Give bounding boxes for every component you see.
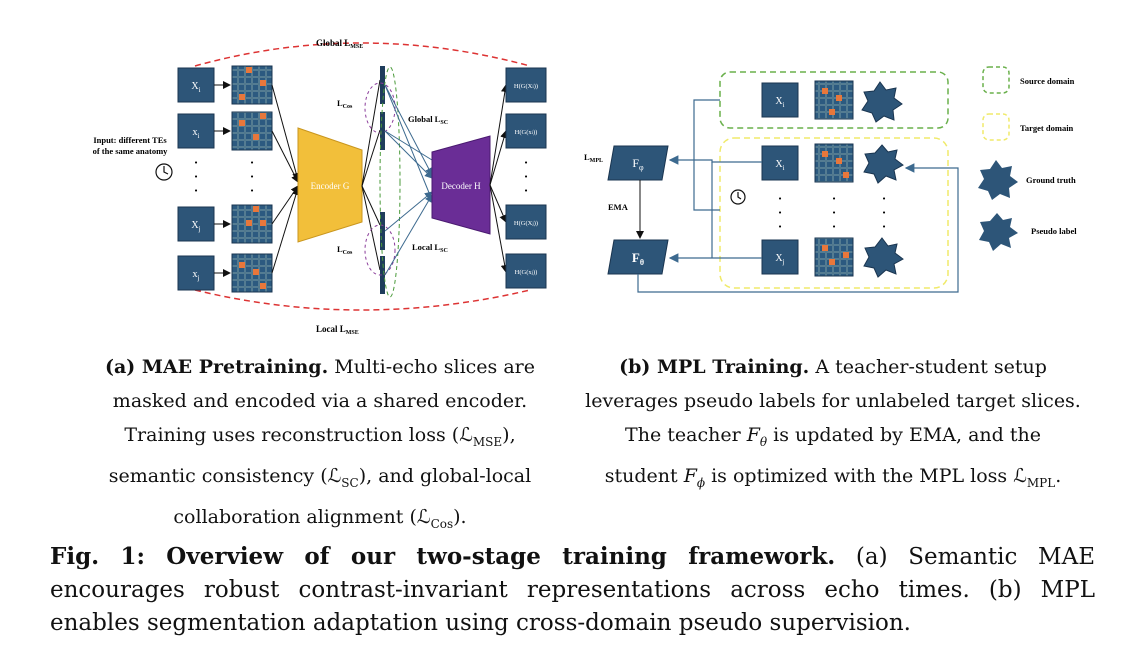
- output-box-2: H(G(xi)): [505, 113, 547, 149]
- global-mse-label: Global LMSE: [316, 38, 363, 50]
- svg-text:H(G(Xj)): H(G(Xj)): [514, 220, 538, 227]
- svg-text:·: ·: [523, 181, 528, 200]
- output-box-1: H(G(Xi)): [505, 67, 547, 103]
- input-label-2: of the same anatomy: [93, 146, 169, 156]
- local-sc-label: Local LSC: [412, 242, 448, 254]
- masked-patch-grid-1: [231, 65, 273, 105]
- lcos-top-label: LCos: [337, 98, 353, 110]
- masked-patch-grid-3: [231, 204, 273, 244]
- caption-b: (b) MPL Training. A teacher-student setu…: [585, 356, 1081, 490]
- encoder-g: Encoder G: [297, 127, 363, 243]
- svg-text:·: ·: [249, 167, 254, 186]
- lcos-bottom-label: LCos: [337, 244, 353, 256]
- svg-text:·: ·: [193, 167, 198, 186]
- svg-text:H(G(Xi)): H(G(Xi)): [514, 83, 538, 90]
- clock-icon: [155, 163, 173, 181]
- global-local-sc-ellipse: [379, 66, 401, 298]
- figure-caption: Fig. 1: Overview of our two-stage traini…: [50, 543, 1095, 636]
- input-box-4: xj: [177, 255, 215, 291]
- svg-text:H(G(xj)): H(G(xj)): [515, 269, 538, 276]
- svg-text:xj: xj: [193, 269, 200, 282]
- output-box-4: H(G(xj)): [505, 253, 547, 289]
- decoder-h: Decoder H: [431, 135, 491, 235]
- svg-text:Encoder G: Encoder G: [311, 181, 350, 191]
- svg-text:H(G(xi)): H(G(xi)): [515, 129, 538, 136]
- svg-text:Decoder H: Decoder H: [441, 181, 481, 191]
- output-box-3: H(G(Xj)): [505, 204, 547, 240]
- local-mse-arc: [194, 289, 531, 311]
- svg-text:·: ·: [193, 181, 198, 200]
- masked-patch-grid-4: [231, 253, 273, 293]
- caption-a: (a) MAE Pretraining. Multi-echo slices a…: [104, 356, 535, 531]
- svg-text:Xj: Xj: [191, 220, 200, 233]
- svg-text:·: ·: [523, 153, 528, 172]
- svg-text:xi: xi: [193, 127, 200, 140]
- masked-patch-grid-2: [231, 111, 273, 151]
- local-mse-label: Local LMSE: [316, 324, 359, 336]
- input-box-1: Xi: [177, 67, 215, 103]
- feature-bars: [380, 66, 385, 294]
- lcos-top-ellipse: [364, 82, 396, 134]
- svg-text:·: ·: [249, 153, 254, 172]
- lcos-bottom-ellipse: [364, 224, 396, 276]
- svg-text:·: ·: [523, 167, 528, 186]
- svg-text:·: ·: [193, 153, 198, 172]
- input-box-3: Xj: [177, 206, 215, 242]
- input-label: Input: different TEs: [93, 135, 167, 145]
- svg-text:·: ·: [249, 181, 254, 200]
- svg-text:Xi: Xi: [191, 81, 200, 94]
- global-sc-label: Global LSC: [408, 114, 448, 126]
- input-box-2: xi: [177, 113, 215, 149]
- global-mse-arc: [194, 42, 531, 67]
